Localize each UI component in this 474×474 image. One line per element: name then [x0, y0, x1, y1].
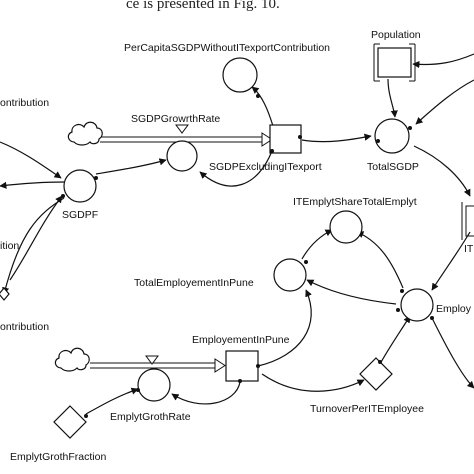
connector-dots [61, 94, 434, 418]
label-employment-growth: EmplytGrothRate [110, 411, 191, 423]
label-sgdp-excluding: SGDPExcludingITexport [209, 161, 322, 173]
aux-growth-rate [166, 140, 198, 172]
label-turnover: TurnoverPerITEmployee [310, 403, 424, 415]
stock-partial-right [461, 202, 474, 240]
aux-total-employment [273, 258, 307, 292]
stock-employment-pune [225, 350, 259, 382]
aux-total-sgdp [374, 118, 410, 154]
figure-caption: ce is presented in Fig. 10. [126, 0, 280, 12]
cloud-source-employment-icon [54, 347, 90, 372]
aux-employment-growth [137, 368, 171, 402]
aux-it-share [329, 210, 363, 244]
label-edge-it: IT [464, 243, 474, 255]
label-employment-pune: EmployementInPune [192, 334, 290, 346]
valve-sgdp-icon [175, 124, 189, 134]
const-partial-left [0, 287, 10, 301]
label-employ: Employ [436, 303, 472, 315]
aux-sgdpf [63, 169, 97, 203]
const-growth-fraction [53, 405, 87, 439]
label-total-sgdp: TotalSGDP [367, 161, 419, 173]
connectors [0, 53, 474, 415]
label-ition: ition [0, 240, 19, 252]
valve-employment-icon [145, 355, 159, 365]
const-turnover [359, 357, 393, 391]
label-total-employment: TotalEmployementInPune [134, 277, 254, 289]
cloud-source-sgdp-icon [67, 121, 103, 146]
label-growth-fraction: EmplytGrothFraction [10, 451, 106, 463]
stock-population [377, 47, 412, 78]
stock-sgdp-excluding [269, 124, 302, 154]
label-it-share: ITEmplytShareTotalEmplyt [293, 196, 417, 208]
label-population: Population [371, 29, 421, 41]
label-contribution-top: ontribution [0, 97, 49, 109]
label-percapita: PerCapitaSGDPWithoutITexportContribution [124, 42, 330, 54]
label-sgdpf: SGDPF [62, 209, 98, 221]
aux-employ [400, 288, 434, 322]
aux-percapita [222, 57, 258, 93]
label-growth-rate: SGDPGrowrthRate [131, 113, 220, 125]
label-contribution-bottom: ontribution [0, 321, 49, 333]
